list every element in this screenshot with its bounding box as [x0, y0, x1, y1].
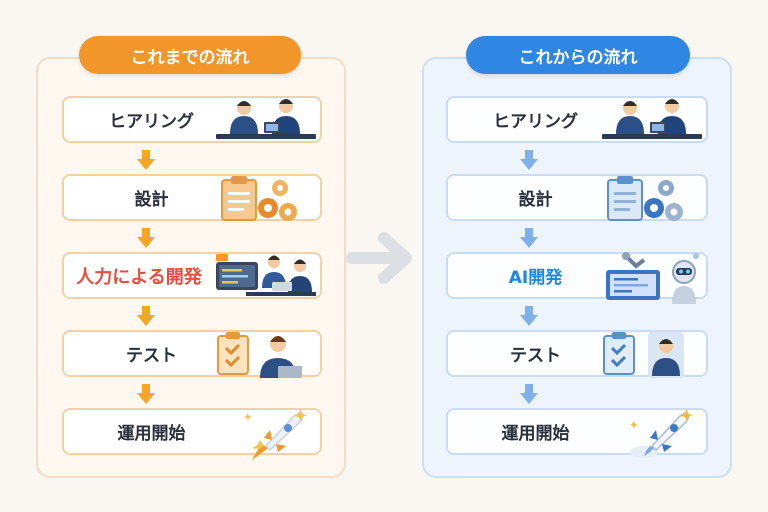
old-step-test: テスト	[62, 330, 322, 377]
old-flow-title: これまでの流れ	[79, 36, 301, 74]
old-step-manual-dev-label: 人力による開発	[76, 266, 202, 288]
new-arrow-4	[520, 384, 538, 404]
old-step-hearing: ヒアリング	[62, 96, 322, 143]
clipboard-gears-icon	[602, 172, 702, 228]
new-step-design: 設計	[446, 174, 708, 221]
robot-ai-icon	[602, 250, 702, 306]
new-arrow-3	[520, 306, 538, 326]
new-step-ai-dev-label: AI開発	[508, 268, 563, 288]
old-arrow-3	[137, 306, 155, 326]
clipboard-gears-icon	[216, 172, 316, 228]
new-step-hearing-label: ヒアリング	[493, 112, 578, 132]
old-arrow-4	[137, 384, 155, 404]
new-step-test: テスト	[446, 330, 708, 377]
new-step-design-label: 設計	[518, 190, 553, 210]
old-step-test-label: テスト	[126, 346, 177, 366]
meeting-people-icon	[602, 94, 702, 150]
rocket-icon	[602, 406, 702, 462]
new-flow-title: これからの流れ	[466, 36, 690, 74]
new-arrow-1	[520, 150, 538, 170]
developers-coding-icon	[216, 250, 316, 306]
old-step-launch-label: 運用開始	[117, 424, 186, 444]
old-step-hearing-label: ヒアリング	[109, 112, 194, 132]
new-arrow-2	[520, 228, 538, 248]
meeting-people-icon	[216, 94, 316, 150]
old-step-design: 設計	[62, 174, 322, 221]
old-arrow-1	[137, 150, 155, 170]
new-step-test-label: テスト	[510, 346, 561, 366]
rocket-icon	[216, 406, 316, 462]
old-step-manual-dev: 人力による開発	[62, 252, 322, 299]
new-step-launch-label: 運用開始	[501, 424, 570, 444]
old-step-launch: 運用開始	[62, 408, 322, 455]
checklist-tester-icon	[602, 328, 702, 384]
old-arrow-2	[137, 228, 155, 248]
checklist-tester-icon	[216, 328, 316, 384]
old-step-design-label: 設計	[134, 190, 169, 210]
right-arrow-icon	[346, 232, 412, 284]
new-step-hearing: ヒアリング	[446, 96, 708, 143]
new-step-ai-dev: AI開発	[446, 252, 708, 299]
new-step-launch: 運用開始	[446, 408, 708, 455]
